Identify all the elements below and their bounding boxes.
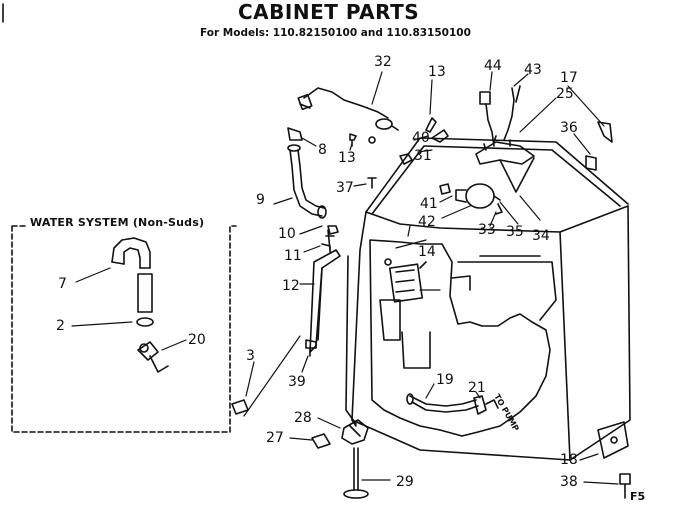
part-8-clamp xyxy=(287,127,303,141)
callout-43: 43 xyxy=(524,62,542,78)
part-39-screw xyxy=(305,339,317,357)
callout-34: 34 xyxy=(532,228,550,244)
callout-18: 18 xyxy=(560,452,578,468)
callout-35: 35 xyxy=(506,224,524,240)
page-code: F5 xyxy=(630,490,646,503)
callout-44: 44 xyxy=(484,58,502,74)
callout-8: 8 xyxy=(318,142,327,158)
callout-40: 40 xyxy=(412,130,430,146)
callout-41: 41 xyxy=(420,196,438,212)
part-12-brace xyxy=(309,249,341,353)
leader-lines xyxy=(71,71,619,485)
callout-29: 29 xyxy=(396,474,414,490)
callout-9: 9 xyxy=(256,192,265,208)
callout-10: 10 xyxy=(278,226,296,242)
callout-21: 21 xyxy=(468,380,486,396)
callout-32: 32 xyxy=(374,54,392,70)
callout-39: 39 xyxy=(288,374,306,390)
callout-19: 19 xyxy=(436,372,454,388)
part-28-leg xyxy=(341,419,369,445)
part-38-screw xyxy=(619,473,631,499)
part-19-hose xyxy=(406,393,479,413)
part-36 xyxy=(585,155,597,171)
screws-upper xyxy=(349,117,449,189)
part-18-bracket xyxy=(597,421,629,459)
callout-25: 25 xyxy=(556,86,574,102)
callout-31: 31 xyxy=(414,148,432,164)
callout-20: 20 xyxy=(188,332,206,348)
callout-13-top: 13 xyxy=(428,64,446,80)
part-32-cord xyxy=(297,87,399,144)
inset-box xyxy=(11,225,237,433)
part-3-clip xyxy=(231,399,249,415)
callout-14: 14 xyxy=(418,244,436,260)
callout-2: 2 xyxy=(56,318,65,334)
cabinet-opening xyxy=(369,239,557,437)
part-20-fitting xyxy=(137,341,169,373)
diagram-title: CABINET PARTS xyxy=(238,0,420,24)
part-14-switch xyxy=(384,258,427,303)
callout-11: 11 xyxy=(284,248,302,264)
part-17 xyxy=(597,121,613,143)
callout-38: 38 xyxy=(560,474,578,490)
callout-7: 7 xyxy=(58,276,67,292)
callout-17: 17 xyxy=(560,70,578,86)
callout-12: 12 xyxy=(282,278,300,294)
inset-title: WATER SYSTEM (Non-Suds) xyxy=(30,216,205,229)
callout-42: 42 xyxy=(418,214,436,230)
callout-36: 36 xyxy=(560,120,578,136)
callout-27: 27 xyxy=(266,430,284,446)
parts-44-43-wires xyxy=(479,85,521,147)
part-7-elbow xyxy=(111,237,151,269)
callout-28: 28 xyxy=(294,410,312,426)
parts-10-11 xyxy=(321,225,339,253)
callout-13-left: 13 xyxy=(338,150,356,166)
valve-assembly xyxy=(439,183,503,215)
callout-3: 3 xyxy=(246,348,255,364)
part-34-bracket xyxy=(475,135,535,193)
part-27-clip xyxy=(311,433,331,449)
callout-33: 33 xyxy=(478,222,496,238)
part-2-clamp xyxy=(136,317,154,327)
part-9-hose xyxy=(287,144,327,219)
cabinet-outline xyxy=(327,137,631,461)
callout-37: 37 xyxy=(336,180,354,196)
part-7-tube xyxy=(137,273,153,313)
callout-labels: 32 13 44 43 17 25 40 31 36 8 13 37 9 41 … xyxy=(56,54,578,490)
diagram-subtitle: For Models: 110.82150100 and 110.8315010… xyxy=(200,27,471,39)
part-29-leveling-leg xyxy=(343,447,369,499)
